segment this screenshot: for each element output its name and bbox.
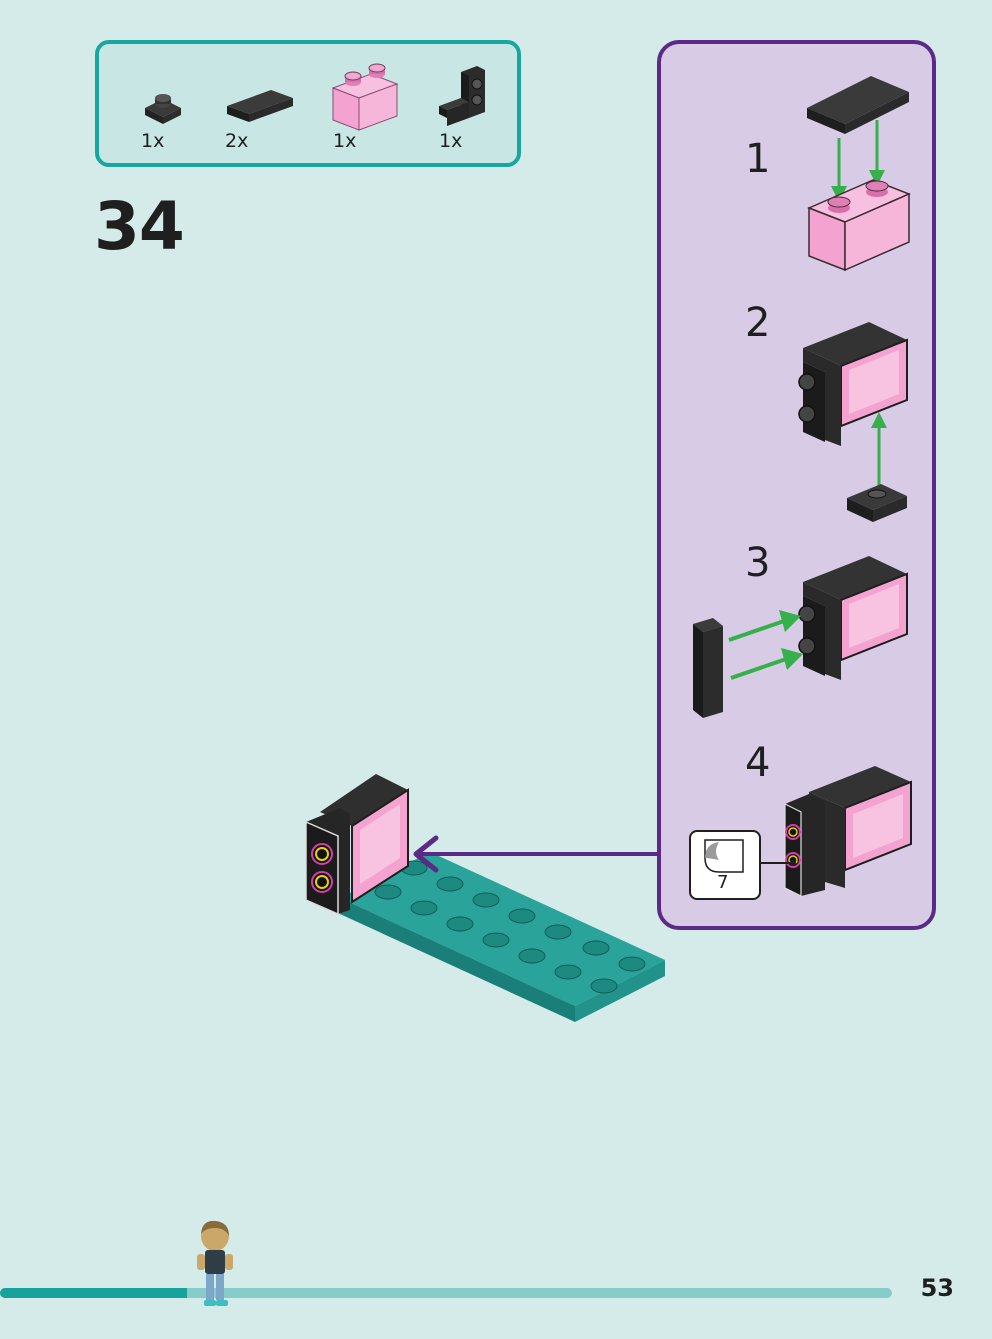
substep-1-number: 1	[745, 136, 771, 182]
plate-studs	[374, 860, 646, 994]
substep-2-number: 2	[745, 300, 771, 346]
main-model-illustration	[305, 774, 665, 1022]
sticker-callout: 7	[689, 830, 761, 900]
trans-pink-brick-1x2-icon	[331, 63, 399, 131]
part-quantity: 1x	[141, 130, 165, 152]
substep-4-illustration	[784, 766, 912, 897]
part-quantity: 1x	[333, 130, 357, 152]
sub-assembly-panel: 1 2 3	[657, 40, 936, 930]
progress-fill	[0, 1288, 188, 1298]
part-black-tile: 2x	[221, 44, 321, 164]
sticker-number: 7	[717, 872, 729, 893]
substep-2-illustration	[798, 322, 908, 522]
progress-track	[0, 1288, 892, 1298]
sticker-icon	[704, 839, 744, 873]
substep-1-illustration	[807, 76, 911, 272]
substep-3-illustration	[693, 556, 908, 718]
part-black-bracket: 1x	[435, 44, 535, 164]
page-number: 53	[920, 1274, 954, 1302]
part-pink-brick: 1x	[329, 44, 429, 164]
minifigure-icon	[197, 1220, 233, 1306]
parts-list-box: 1x 2x 1x	[95, 40, 521, 167]
black-tile-1x2-icon	[227, 90, 293, 122]
step-number: 34	[94, 188, 185, 265]
black-bracket-icon	[439, 66, 485, 126]
speaker-box-icon	[305, 774, 409, 916]
substep-3-number: 3	[745, 540, 771, 586]
part-quantity: 1x	[439, 130, 463, 152]
substep-4-number: 4	[745, 740, 771, 786]
part-black-plate: 1x	[135, 44, 235, 164]
sticker-pointer	[761, 860, 796, 866]
part-quantity: 2x	[225, 130, 249, 152]
teal-plate-icon	[340, 852, 665, 1022]
placement-arrow	[413, 835, 657, 873]
black-plate-1x1-icon	[145, 94, 181, 124]
